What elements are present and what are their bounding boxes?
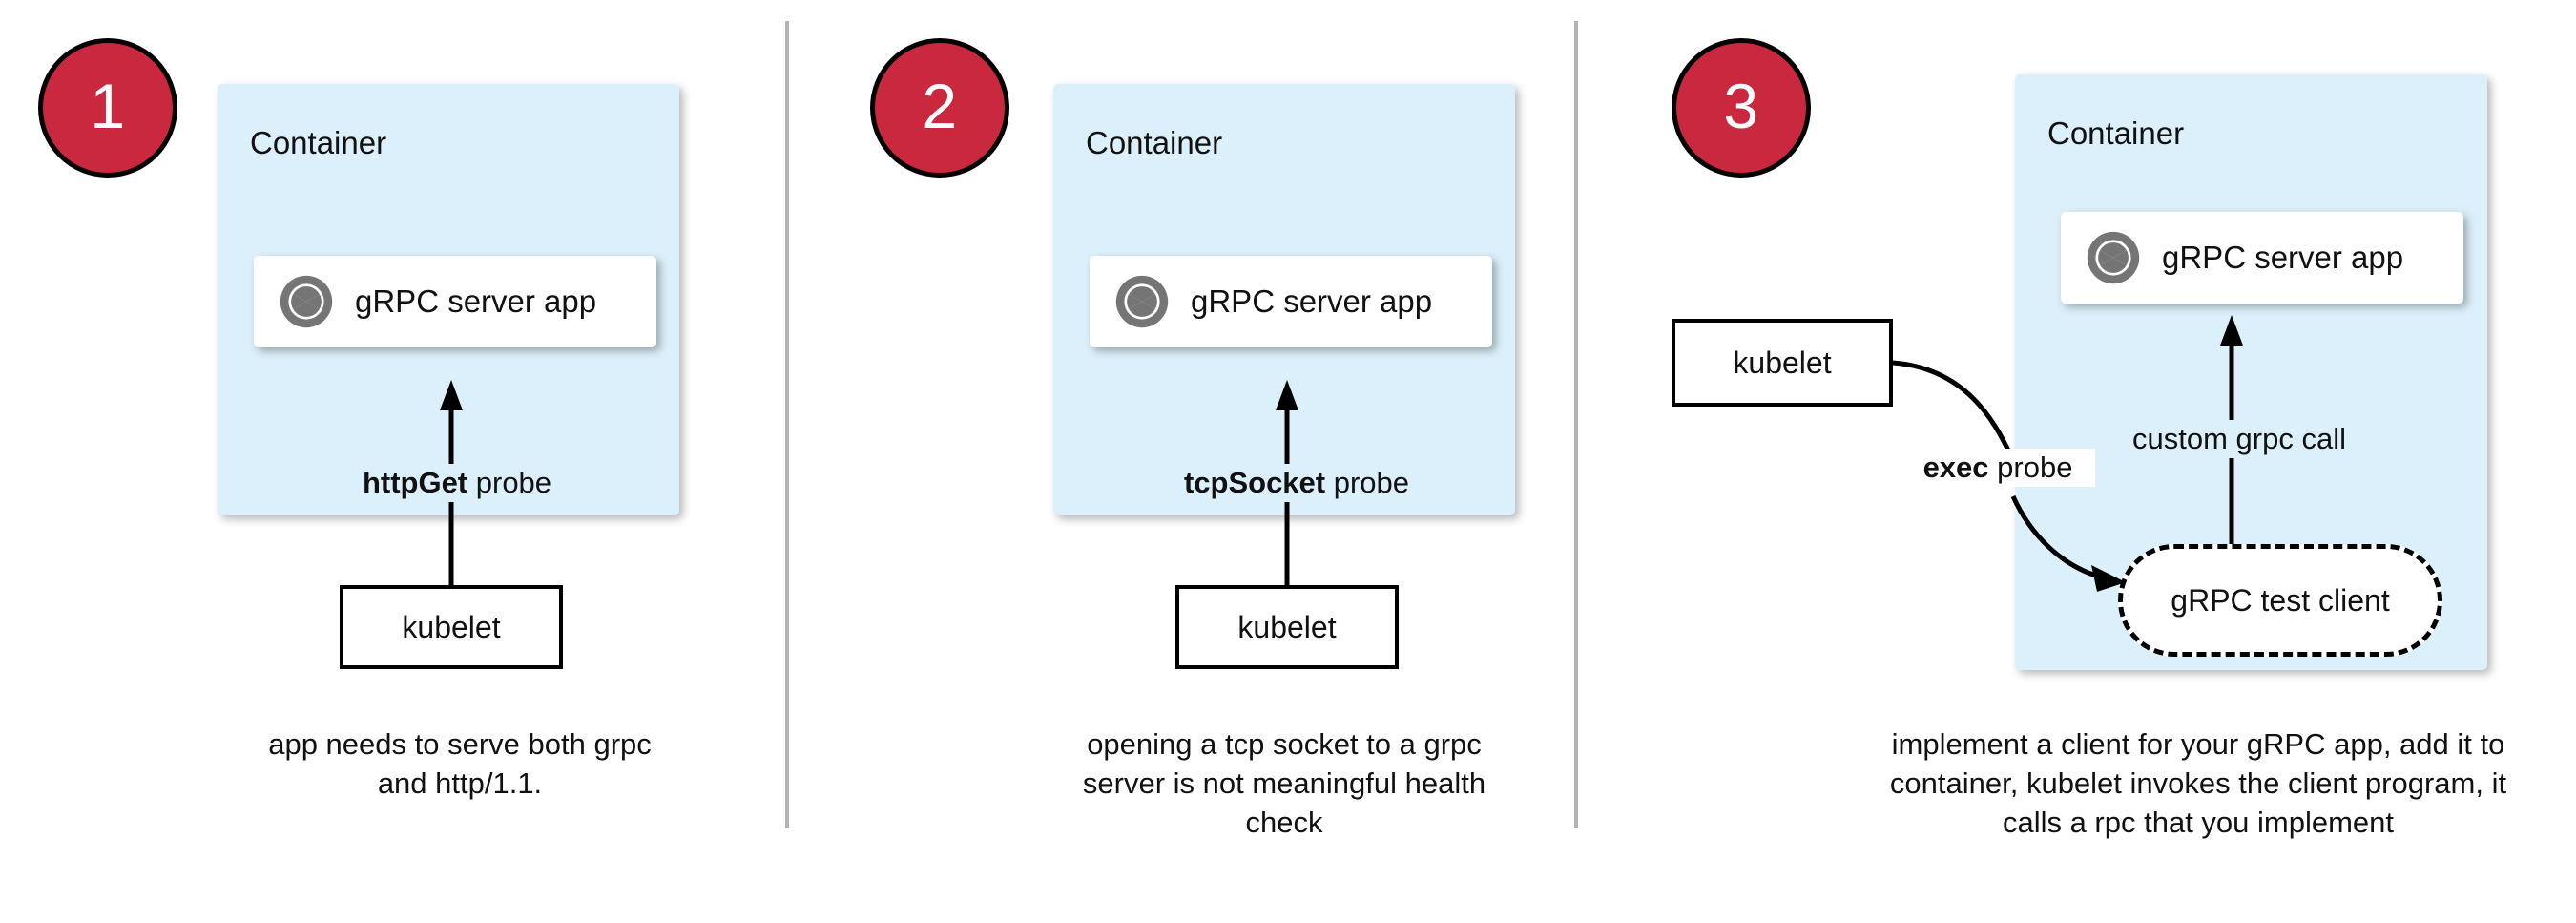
step-badge-3: 3 [1672, 38, 1811, 178]
probe-label-1: httpGet probe [342, 464, 572, 502]
app-card-label-2: gRPC server app [1191, 283, 1433, 319]
app-card-1: gRPC server app [254, 256, 656, 347]
probe-label-1-strong: httpGet [362, 466, 468, 499]
app-card-2: gRPC server app [1090, 256, 1492, 347]
custom-grpc-call-label: custom grpc call [2120, 420, 2358, 458]
step-badge-2-number: 2 [922, 71, 958, 141]
probe-label-2: tcpSocket probe [1156, 464, 1437, 502]
caption-2: opening a tcp socket to a grpc server is… [1082, 727, 1486, 839]
caption-1: app needs to serve both grpc and http/1.… [268, 727, 652, 800]
grpc-test-client-box: gRPC test client [2118, 544, 2442, 657]
panel-divider-2 [1574, 21, 1578, 828]
step-badge-3-number: 3 [1723, 71, 1759, 141]
kubelet-label-2: kubelet [1237, 609, 1337, 644]
kubelet-box-2: kubelet [1175, 585, 1399, 669]
probe-label-3: exec probe [1901, 449, 2095, 487]
grpc-aperture-icon [1114, 274, 1170, 329]
grpc-test-client-label: gRPC test client [2171, 582, 2390, 618]
kubelet-label-1: kubelet [402, 609, 501, 644]
app-card-label-1: gRPC server app [355, 283, 597, 319]
kubelet-box-3: kubelet [1672, 319, 1893, 407]
container-label-3: Container [2047, 115, 2185, 151]
container-label-2: Container [1086, 125, 1223, 160]
app-card-label-3: gRPC server app [2162, 240, 2404, 275]
probe-label-3-strong: exec [1922, 451, 1989, 484]
step-badge-1: 1 [38, 38, 177, 178]
caption-3: implement a client for your gRPC app, ad… [1889, 727, 2507, 839]
step-badge-1-number: 1 [90, 71, 126, 141]
probe-label-2-strong: tcpSocket [1183, 466, 1326, 499]
step-badge-2: 2 [870, 38, 1009, 178]
grpc-aperture-icon [279, 274, 334, 329]
panel-divider-1 [785, 21, 789, 828]
probe-label-3-rest: probe [1988, 451, 2073, 484]
probe-label-2-rest: probe [1325, 466, 1410, 499]
container-label-1: Container [250, 125, 387, 160]
probe-label-1-rest: probe [467, 466, 552, 499]
app-card-3: gRPC server app [2061, 212, 2463, 304]
kubelet-box-1: kubelet [340, 585, 563, 669]
kubelet-label-3: kubelet [1733, 345, 1832, 380]
grpc-aperture-icon [2086, 230, 2141, 285]
